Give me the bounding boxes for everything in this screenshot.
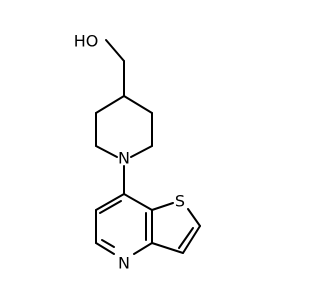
hydroxyl-label: HO <box>74 32 99 51</box>
bond-c7a-c7 <box>123 193 153 211</box>
bond-c2r-n <box>130 145 153 158</box>
bond-c4-c3r <box>123 95 153 114</box>
structure-diagram: HO N S N <box>74 32 201 273</box>
bond-c3l-c4 <box>95 95 125 114</box>
thiophene-sulfur-label: S <box>175 192 185 211</box>
piperidine-nitrogen-label: N <box>118 149 130 168</box>
bond-n-c2l <box>95 145 118 158</box>
bond-c2-c3-inner <box>178 227 194 249</box>
bonds <box>95 39 201 255</box>
bond-s-c2 <box>187 208 201 227</box>
bond-c7-c6-inner <box>99 200 122 214</box>
bond-n4-c3a <box>133 242 153 255</box>
bond-c3-c3a <box>151 242 184 254</box>
atom-labels: HO N S N <box>74 32 185 273</box>
bond-o-ch2 <box>105 39 125 62</box>
pyridine-nitrogen-label: N <box>118 254 130 273</box>
molecule-drawing: HO N S N <box>74 32 201 273</box>
bond-c2-c3 <box>182 225 201 254</box>
bond-c5-n4-inner <box>101 239 115 248</box>
bond-c7a-s <box>151 202 174 211</box>
bond-c5-n4 <box>95 242 115 255</box>
bond-c7-c6 <box>95 193 125 211</box>
